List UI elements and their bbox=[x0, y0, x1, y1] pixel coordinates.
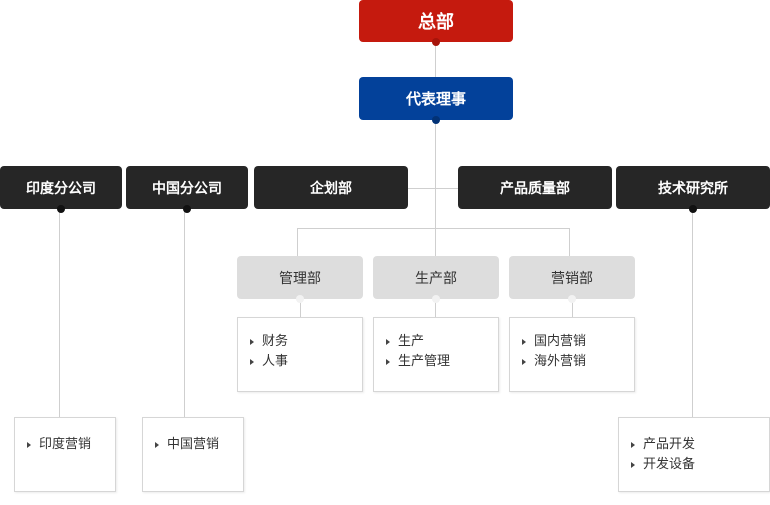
connector-research-card bbox=[692, 209, 693, 417]
department-production[interactable]: 生产部 bbox=[373, 256, 499, 303]
department-marketing[interactable]: 营销部 bbox=[509, 256, 635, 303]
list-item[interactable]: 印度营销 bbox=[27, 435, 115, 455]
division-china-branch[interactable]: 中国分公司 bbox=[126, 166, 248, 213]
department-label: 生产部 bbox=[415, 270, 457, 287]
list-item[interactable]: 财务 bbox=[250, 332, 362, 352]
bullet-arrow-icon bbox=[250, 359, 254, 365]
bullet-arrow-icon bbox=[522, 339, 526, 345]
connector-production-card bbox=[435, 299, 436, 317]
list-item[interactable]: 海外营销 bbox=[522, 352, 634, 372]
china-card: 中国营销 bbox=[142, 417, 244, 492]
bullet-arrow-icon bbox=[631, 462, 635, 468]
division-label: 产品质量部 bbox=[500, 180, 570, 197]
division-quality[interactable]: 产品质量部 bbox=[458, 166, 612, 209]
list-item[interactable]: 中国营销 bbox=[155, 435, 243, 455]
headquarters-label: 总部 bbox=[418, 12, 454, 33]
division-research[interactable]: 技术研究所 bbox=[616, 166, 770, 213]
production-card: 生产 生产管理 bbox=[373, 317, 499, 392]
bullet-arrow-icon bbox=[522, 359, 526, 365]
division-label: 印度分公司 bbox=[26, 180, 96, 197]
connector-dot bbox=[689, 205, 697, 213]
connector-dot bbox=[568, 295, 576, 303]
representative-label: 代表理事 bbox=[405, 90, 466, 108]
connector-dot bbox=[432, 38, 440, 46]
connector-india-card bbox=[59, 209, 60, 417]
department-management[interactable]: 管理部 bbox=[237, 256, 363, 303]
list-item[interactable]: 生产 bbox=[386, 332, 498, 352]
connector-rep-trunk bbox=[435, 120, 436, 300]
bullet-arrow-icon bbox=[386, 359, 390, 365]
division-label: 中国分公司 bbox=[152, 180, 222, 197]
connector-dot bbox=[183, 205, 191, 213]
bullet-arrow-icon bbox=[250, 339, 254, 345]
division-label: 企划部 bbox=[310, 180, 352, 197]
bullet-arrow-icon bbox=[155, 442, 159, 448]
department-label: 营销部 bbox=[551, 270, 593, 287]
division-india-branch[interactable]: 印度分公司 bbox=[0, 166, 122, 213]
list-item[interactable]: 产品开发 bbox=[631, 435, 769, 455]
connector-management-card bbox=[300, 299, 301, 317]
representative-node[interactable]: 代表理事 bbox=[359, 77, 513, 124]
connector-dept-management bbox=[297, 228, 298, 256]
bullet-arrow-icon bbox=[386, 339, 390, 345]
division-planning[interactable]: 企划部 bbox=[254, 166, 408, 209]
connector-dot bbox=[432, 116, 440, 124]
connector-hq-rep bbox=[435, 42, 436, 78]
list-item[interactable]: 开发设备 bbox=[631, 455, 769, 475]
connector-dot bbox=[57, 205, 65, 213]
connector-dot bbox=[296, 295, 304, 303]
connector-china-card bbox=[184, 209, 185, 417]
division-label: 技术研究所 bbox=[658, 180, 728, 197]
india-card: 印度营销 bbox=[14, 417, 116, 492]
list-item[interactable]: 生产管理 bbox=[386, 352, 498, 372]
list-item[interactable]: 人事 bbox=[250, 352, 362, 372]
connector-dot bbox=[432, 295, 440, 303]
headquarters-node[interactable]: 总部 bbox=[359, 0, 513, 46]
connector-dept-horizontal bbox=[297, 228, 570, 229]
connector-marketing-card bbox=[572, 299, 573, 317]
bullet-arrow-icon bbox=[631, 442, 635, 448]
department-label: 管理部 bbox=[279, 270, 321, 287]
connector-planning-quality bbox=[407, 188, 459, 189]
management-card: 财务 人事 bbox=[237, 317, 363, 392]
bullet-arrow-icon bbox=[27, 442, 31, 448]
list-item[interactable]: 国内营销 bbox=[522, 332, 634, 352]
marketing-card: 国内营销 海外营销 bbox=[509, 317, 635, 392]
connector-dept-marketing bbox=[569, 228, 570, 256]
research-card: 产品开发 开发设备 bbox=[618, 417, 770, 492]
